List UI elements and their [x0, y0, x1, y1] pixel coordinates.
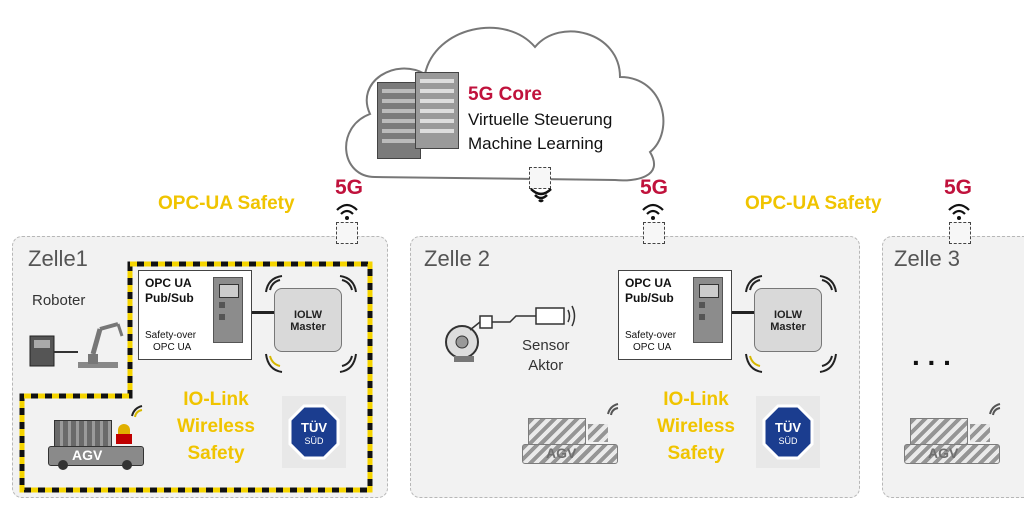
5g-label-cell3: 5G [944, 176, 973, 199]
controller-line2: Pub/Sub [625, 291, 674, 305]
controller-line3: Safety-over [145, 330, 197, 341]
cloud-antenna-box [529, 167, 551, 189]
5g-label-cell1: 5G [335, 176, 364, 199]
wireless-safety-label-cell1: IO-Link Wireless Safety [166, 386, 266, 467]
controller-line1: OPC UA [145, 276, 192, 290]
agv-vehicle-cell3: AGV [904, 414, 1000, 470]
wireless-line1: IO-Link [183, 389, 249, 410]
iolw-line1: IOLW [293, 309, 323, 321]
5g-label-cell2: 5G [640, 176, 669, 199]
cloud-title: 5G Core [468, 84, 542, 105]
wireless-line3: Safety [667, 443, 725, 464]
wireless-signal-icon [745, 275, 837, 373]
cell1-title: Zelle1 [28, 246, 88, 271]
sensor-label: Sensor Aktor [522, 336, 570, 376]
controller-line1: OPC UA [625, 276, 672, 290]
tuv-line2: SÜD [778, 436, 798, 446]
controller-line2: Pub/Sub [145, 291, 194, 305]
cloud-line-machine-learning: Machine Learning [468, 134, 604, 153]
server-rack-icon [415, 72, 459, 149]
wifi-signal-icon [336, 203, 358, 220]
opc-ua-safety-label-left: OPC-UA Safety [158, 193, 295, 214]
agv-label: AGV [546, 445, 577, 461]
iolw-master-cell2: IOLW Master [754, 288, 822, 352]
wifi-signal-icon [948, 203, 970, 220]
plc-device-icon [693, 277, 723, 343]
controller-line4: OPC UA [153, 342, 192, 353]
tuv-line1: TÜV [775, 420, 801, 435]
agv-vehicle-cell1: AGV [48, 416, 144, 472]
controller-line3: Safety-over [625, 330, 677, 341]
plc-device-icon [213, 277, 243, 343]
cell3-ellipsis: . . . [912, 340, 951, 371]
wireless-signal-icon [989, 403, 1001, 416]
sensor-actuator-icon [445, 305, 576, 362]
wireless-line2: Wireless [657, 416, 735, 437]
connection-line [732, 311, 754, 314]
server-rack-icon [377, 82, 421, 159]
cell2-title: Zelle 2 [424, 246, 491, 271]
iolw-line2: Master [290, 321, 326, 333]
wireless-signal-icon [607, 403, 619, 416]
iolw-line1: IOLW [773, 309, 803, 321]
cell1-antenna-box [336, 222, 358, 244]
agv-vehicle-cell2: AGV [522, 414, 618, 470]
tuv-line1: TÜV [301, 420, 327, 435]
wireless-line1: IO-Link [663, 389, 729, 410]
cell2-antenna-box [643, 222, 665, 244]
controller-line4: OPC UA [633, 342, 672, 353]
wifi-signal-icon [530, 188, 552, 203]
tuv-line2: SÜD [304, 436, 324, 446]
wireless-signal-icon [131, 405, 143, 418]
wifi-signal-icon [642, 203, 664, 220]
tuv-sud-badge-cell1: TÜV SÜD [282, 396, 346, 468]
agv-label: AGV [928, 445, 959, 461]
opc-ua-controller-cell1: OPC UA Pub/Sub Safety-over OPC UA [138, 270, 252, 360]
opc-ua-safety-label-right: OPC-UA Safety [745, 193, 882, 214]
cell3-antenna-box [949, 222, 971, 244]
opc-ua-controller-cell2: OPC UA Pub/Sub Safety-over OPC UA [618, 270, 732, 360]
tuv-octagon-icon [288, 404, 340, 460]
iolw-master-cell1: IOLW Master [274, 288, 342, 352]
robot-arm-icon [29, 322, 124, 368]
cell3-title: Zelle 3 [894, 246, 961, 271]
tuv-sud-badge-cell2: TÜV SÜD [756, 396, 820, 468]
wireless-line2: Wireless [177, 416, 255, 437]
tuv-octagon-icon [762, 404, 814, 460]
connection-line [252, 311, 274, 314]
wireless-line3: Safety [187, 443, 245, 464]
cloud-line-virtual-control: Virtuelle Steuerung [468, 110, 613, 129]
sensor-line2: Aktor [528, 357, 564, 374]
cloud-5g-core: 5G Core Virtuelle Steuerung Machine Lear… [335, 2, 675, 189]
sensor-line1: Sensor [522, 337, 570, 354]
wireless-signal-icon [265, 275, 357, 373]
wireless-safety-label-cell2: IO-Link Wireless Safety [646, 386, 746, 467]
agv-label: AGV [72, 447, 103, 463]
iolw-line2: Master [770, 321, 806, 333]
robot-label: Roboter [32, 292, 86, 309]
